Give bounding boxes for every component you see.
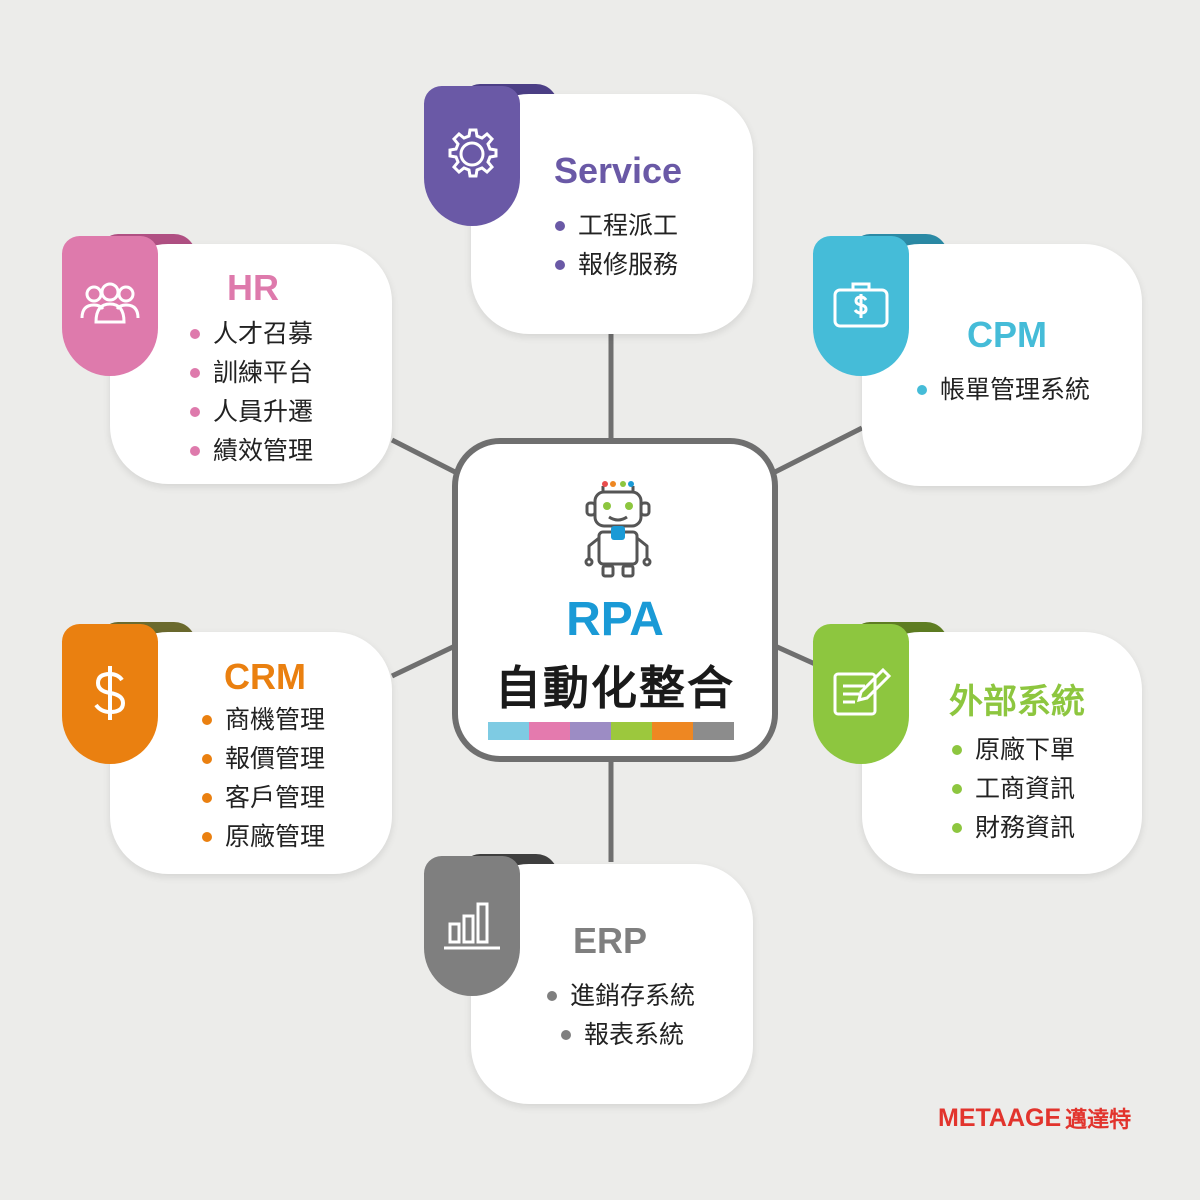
color-bar-segment — [488, 722, 529, 740]
center-subtitle: 自動化整合 — [495, 661, 735, 715]
list-item: 訓練平台 — [190, 353, 313, 392]
external-list: 原廠下單 工商資訊 財務資訊 — [952, 730, 1075, 847]
list-item: 報表系統 — [547, 1015, 695, 1054]
connector-external — [773, 643, 817, 667]
list-item: 報價管理 — [202, 739, 325, 778]
logo-brand: METAAGE — [938, 1103, 1062, 1132]
list-item: 商機管理 — [202, 700, 325, 739]
item-label: 工程派工 — [578, 211, 679, 240]
external-title: 外部系統 — [949, 682, 1085, 722]
gear-icon — [440, 122, 504, 190]
bullet-dot — [202, 753, 212, 764]
bullet-dot — [952, 822, 962, 833]
color-bar-segment — [611, 722, 652, 740]
bullet-dot — [202, 792, 212, 803]
list-item: 原廠管理 — [202, 817, 325, 856]
crm-title: CRM — [224, 656, 306, 697]
edit-document-icon — [829, 660, 893, 728]
connector-crm — [390, 643, 457, 679]
external-tab — [813, 624, 909, 764]
service-tab — [424, 86, 520, 226]
item-label: 人才召募 — [213, 319, 314, 348]
list-item: 報修服務 — [555, 245, 678, 284]
bullet-dot — [190, 406, 200, 417]
crm-list: 商機管理 報價管理 客戶管理 原廠管理 — [202, 700, 325, 856]
bullet-dot — [190, 445, 200, 456]
cpm-list: 帳單管理系統 — [917, 370, 1090, 409]
item-label: 人員升遷 — [213, 397, 314, 426]
list-item: 人才召募 — [190, 314, 313, 353]
bullet-dot — [547, 990, 557, 1001]
bullet-dot — [952, 744, 962, 755]
item-label: 報修服務 — [578, 250, 679, 279]
cpm-tab — [813, 236, 909, 376]
item-label: 訓練平台 — [213, 358, 314, 387]
item-label: 進銷存系統 — [570, 981, 696, 1010]
item-label: 原廠管理 — [225, 822, 326, 851]
bullet-dot — [202, 831, 212, 842]
bullet-dot — [190, 328, 200, 339]
bullet-dot — [555, 259, 565, 270]
item-label: 原廠下單 — [975, 735, 1076, 764]
people-icon — [78, 272, 142, 340]
list-item: 帳單管理系統 — [917, 370, 1090, 409]
bullet-dot — [561, 1029, 571, 1040]
item-label: 帳單管理系統 — [940, 375, 1091, 404]
metaage-logo: METAAGE 邁達特 — [938, 1102, 1131, 1134]
list-item: 進銷存系統 — [547, 976, 695, 1015]
hr-tab — [62, 236, 158, 376]
service-list: 工程派工 報修服務 — [555, 206, 678, 284]
crm-tab — [62, 624, 158, 764]
logo-cjk: 邁達特 — [1065, 1108, 1132, 1133]
bullet-dot — [202, 714, 212, 725]
connector-hr — [390, 437, 457, 475]
hr-title: HR — [227, 267, 279, 308]
connector-cpm — [773, 425, 864, 475]
bullet-dot — [952, 783, 962, 794]
item-label: 財務資訊 — [975, 813, 1076, 842]
list-item: 原廠下單 — [952, 730, 1075, 769]
item-label: 報價管理 — [225, 744, 326, 773]
color-bar-segment — [570, 722, 611, 740]
item-label: 商機管理 — [225, 705, 326, 734]
list-item: 工商資訊 — [952, 769, 1075, 808]
item-label: 客戶管理 — [225, 783, 326, 812]
item-label: 績效管理 — [213, 436, 314, 465]
bullet-dot — [555, 220, 565, 231]
erp-list: 進銷存系統 報表系統 — [547, 976, 695, 1054]
dollar-icon — [78, 660, 142, 728]
item-label: 報表系統 — [584, 1020, 685, 1049]
list-item: 客戶管理 — [202, 778, 325, 817]
item-label: 工商資訊 — [975, 774, 1076, 803]
list-item: 財務資訊 — [952, 808, 1075, 847]
center-card: RPA 自動化整合 — [452, 438, 778, 762]
cpm-title: CPM — [967, 314, 1047, 355]
service-title: Service — [553, 150, 683, 191]
robot-icon — [584, 481, 652, 578]
bullet-dot — [190, 367, 200, 378]
list-item: 工程派工 — [555, 206, 678, 245]
money-case-icon — [829, 272, 893, 340]
color-bar-segment — [652, 722, 693, 740]
color-bar — [488, 722, 734, 740]
list-item: 人員升遷 — [190, 392, 313, 431]
color-bar-segment — [693, 722, 734, 740]
hr-list: 人才召募 訓練平台 人員升遷 績效管理 — [190, 314, 313, 470]
bar-chart-icon — [440, 892, 504, 960]
erp-title: ERP — [572, 920, 648, 961]
color-bar-segment — [529, 722, 570, 740]
erp-tab — [424, 856, 520, 996]
list-item: 績效管理 — [190, 431, 313, 470]
bullet-dot — [917, 384, 927, 395]
center-title: RPA — [566, 593, 664, 646]
